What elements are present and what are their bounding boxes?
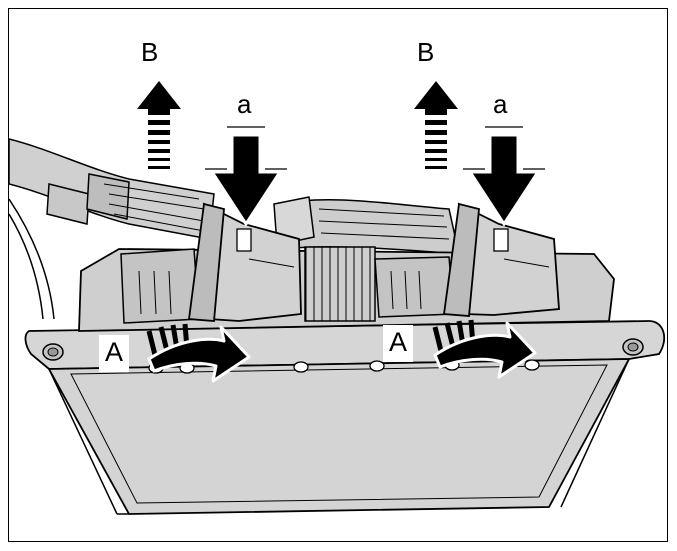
curved-arrow-left: [146, 323, 251, 383]
label-B-left: B: [141, 37, 159, 67]
label-a-right: a: [493, 89, 508, 119]
curved-arrow-right: [432, 319, 537, 379]
up-arrow-right: [414, 81, 458, 169]
label-A-left: A: [99, 335, 130, 372]
wire-harness-middle: [273, 196, 460, 255]
down-arrow-right: [463, 126, 545, 227]
down-arrow-left: [205, 126, 287, 227]
wire-harness-left: [9, 138, 215, 320]
label-a-left: a: [237, 89, 252, 119]
label-B-right: B: [417, 37, 435, 67]
right-connector-plug: [442, 202, 560, 317]
up-arrow-left: [137, 81, 181, 169]
label-A-right: A: [383, 325, 414, 362]
left-connector-plug: [187, 202, 302, 322]
diagram-frame: B a A B a A: [8, 8, 668, 542]
control-unit-illustration: [9, 81, 666, 515]
